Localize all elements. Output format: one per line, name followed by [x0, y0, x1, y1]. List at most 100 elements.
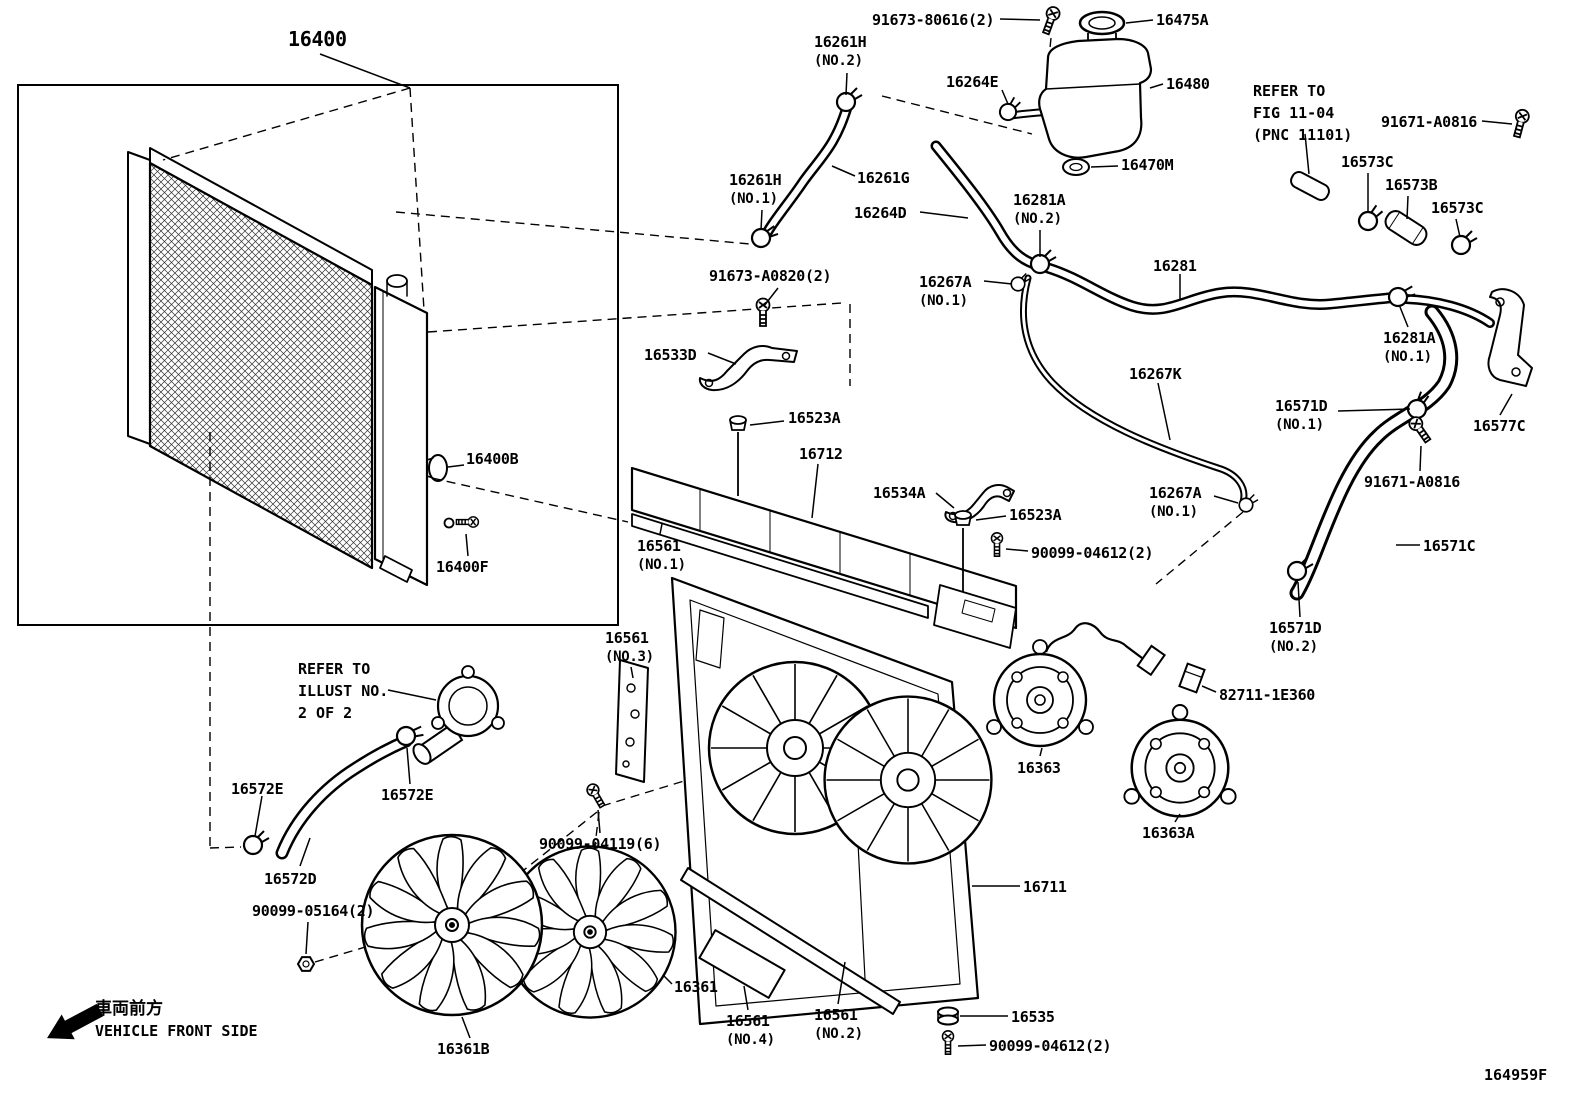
connector-82711: [1178, 662, 1206, 694]
part-number: 16535: [1011, 1008, 1055, 1026]
part-number: 16281: [1153, 257, 1197, 275]
part-number-suffix: (NO.1): [1149, 504, 1198, 520]
radiator-support: [615, 432, 1018, 783]
part-number: 16363A: [1142, 824, 1195, 842]
part-number: 16261H: [814, 33, 867, 51]
refer-fig-note: REFER TO FIG 11-04 (PNC 11101): [1253, 80, 1352, 146]
part-label-91671-a0816-top: 91671-A0816: [1381, 113, 1477, 132]
part-label-16400b: 16400B: [466, 450, 519, 469]
grommet-16535: [937, 1006, 959, 1026]
part-label-16573c-2: 16573C: [1431, 199, 1484, 218]
refer-fig-line-2: FIG 11-04: [1253, 104, 1335, 122]
part-number: 16261G: [857, 169, 910, 187]
refer-fig-line-1: REFER TO: [1253, 82, 1326, 100]
part-label-90099-04612-top: 90099-04612(2): [1031, 544, 1154, 563]
part-number-suffix: (NO.1): [919, 293, 968, 309]
part-label-16523a-1: 16523A: [788, 409, 841, 428]
part-number-suffix: (NO.1): [729, 191, 778, 207]
part-number: 16712: [799, 445, 843, 463]
part-number: 16572E: [231, 780, 284, 798]
support-16712: [630, 466, 1018, 630]
fan-motors: [985, 622, 1237, 818]
part-number: 16711: [1023, 878, 1067, 896]
bracket-16534a: [944, 484, 1015, 524]
cooling-fan-16361: [503, 845, 677, 1019]
part-number: 16571D: [1269, 619, 1322, 637]
part-label-16361: 16361: [674, 978, 718, 997]
part-label-90099-04612-bottom: 90099-04612(2): [989, 1037, 1112, 1056]
part-number: 16572D: [264, 870, 317, 888]
part-label-90099-05164: 90099-05164(2): [252, 902, 375, 921]
part-number: 16573B: [1385, 176, 1438, 194]
part-number: 16534A: [873, 484, 926, 502]
part-label-91671-a0816-mid: 91671-A0816: [1364, 473, 1460, 492]
part-label-90099-04119: 90099-04119(6): [539, 835, 662, 854]
part-number: 16281A: [1383, 329, 1436, 347]
grommet-16470m: [1062, 158, 1090, 176]
part-number: 16281A: [1013, 191, 1066, 209]
part-number: 16267A: [919, 273, 972, 291]
part-number: 16523A: [1009, 506, 1062, 524]
front-direction-arrow: [47, 1003, 104, 1040]
part-label-16400f: 16400F: [436, 558, 489, 577]
part-label-16470m: 16470M: [1121, 156, 1174, 175]
part-number: 16561: [605, 629, 649, 647]
part-label-16561-no3: 16561 (NO.3): [605, 629, 654, 666]
leader-lines: [254, 18, 1513, 1047]
part-label-16281a-no2: 16281A(NO.2): [1013, 191, 1066, 228]
seal-16561-no2: [680, 867, 901, 1015]
bracket-16533d: [698, 345, 798, 392]
part-label-16572e-1: 16572E: [231, 780, 284, 799]
bracket-16577c: [1487, 288, 1533, 387]
part-label-16261g: 16261G: [857, 169, 910, 188]
refer-illust-line-1: REFER TO: [298, 660, 371, 678]
part-number: 91671-A0816: [1381, 113, 1478, 131]
part-number: 90099-04119(6): [539, 835, 662, 853]
radiator-outlet-pipe: [428, 454, 448, 482]
refer-fig-pipe: [1290, 171, 1330, 201]
part-number: 16561: [726, 1012, 770, 1030]
refer-fig-line-3: (PNC 11101): [1253, 126, 1353, 144]
part-label-16361b: 16361B: [437, 1040, 490, 1059]
part-label-16534a: 16534A: [873, 484, 926, 503]
part-label-16577c: 16577C: [1473, 417, 1526, 436]
part-number-suffix: (NO.3): [605, 649, 654, 665]
refer-illust-line-2: ILLUST NO.: [298, 682, 389, 700]
part-label-16475a: 16475A: [1156, 11, 1209, 30]
part-label-16712: 16712: [799, 445, 843, 464]
part-number: 16573C: [1431, 199, 1484, 217]
drain-plug-washer: [443, 517, 455, 529]
part-number: 16480: [1166, 75, 1210, 93]
part-number: 16267K: [1129, 365, 1182, 383]
part-number: 16533D: [644, 346, 697, 364]
part-label-16363a: 16363A: [1142, 824, 1195, 843]
part-label-16572d: 16572D: [264, 870, 317, 889]
part-label-16281a-no1: 16281A(NO.1): [1383, 329, 1436, 366]
part-label-16281: 16281: [1153, 257, 1197, 276]
part-label-16571c: 16571C: [1423, 537, 1476, 556]
part-number: 16363: [1017, 759, 1061, 777]
part-label-16535: 16535: [1011, 1008, 1055, 1027]
part-label-16561-no1: 16561(NO.1): [637, 537, 686, 574]
part-label-82711-1e360: 82711-1E360: [1219, 686, 1315, 705]
part-number: 16571D: [1275, 397, 1328, 415]
part-number-suffix: (NO.1): [637, 557, 686, 573]
part-label-16480: 16480: [1166, 75, 1210, 94]
part-number: 90099-04612(2): [989, 1037, 1112, 1055]
pipe-16573b: [1384, 210, 1428, 246]
part-label-16561-no4: 16561(NO.4): [726, 1012, 775, 1049]
motor-harness: [1044, 622, 1143, 659]
part-number: 16400F: [436, 558, 489, 576]
reservoir-tank: [1038, 10, 1153, 176]
part-number: 16573C: [1341, 153, 1394, 171]
part-number: 16572E: [381, 786, 434, 804]
part-label-16264d: 16264D: [854, 204, 907, 223]
part-label-16571d-no1: 16571D(NO.1): [1275, 397, 1328, 434]
part-number: 16523A: [788, 409, 841, 427]
vehicle-front-note: 車両前方 VEHICLE FRONT SIDE: [95, 998, 258, 1042]
part-label-16261h-no2: 16261H(NO.2): [814, 33, 867, 70]
part-number: 16571C: [1423, 537, 1476, 555]
part-label-16571d-no2: 16571D(NO.2): [1269, 619, 1322, 656]
